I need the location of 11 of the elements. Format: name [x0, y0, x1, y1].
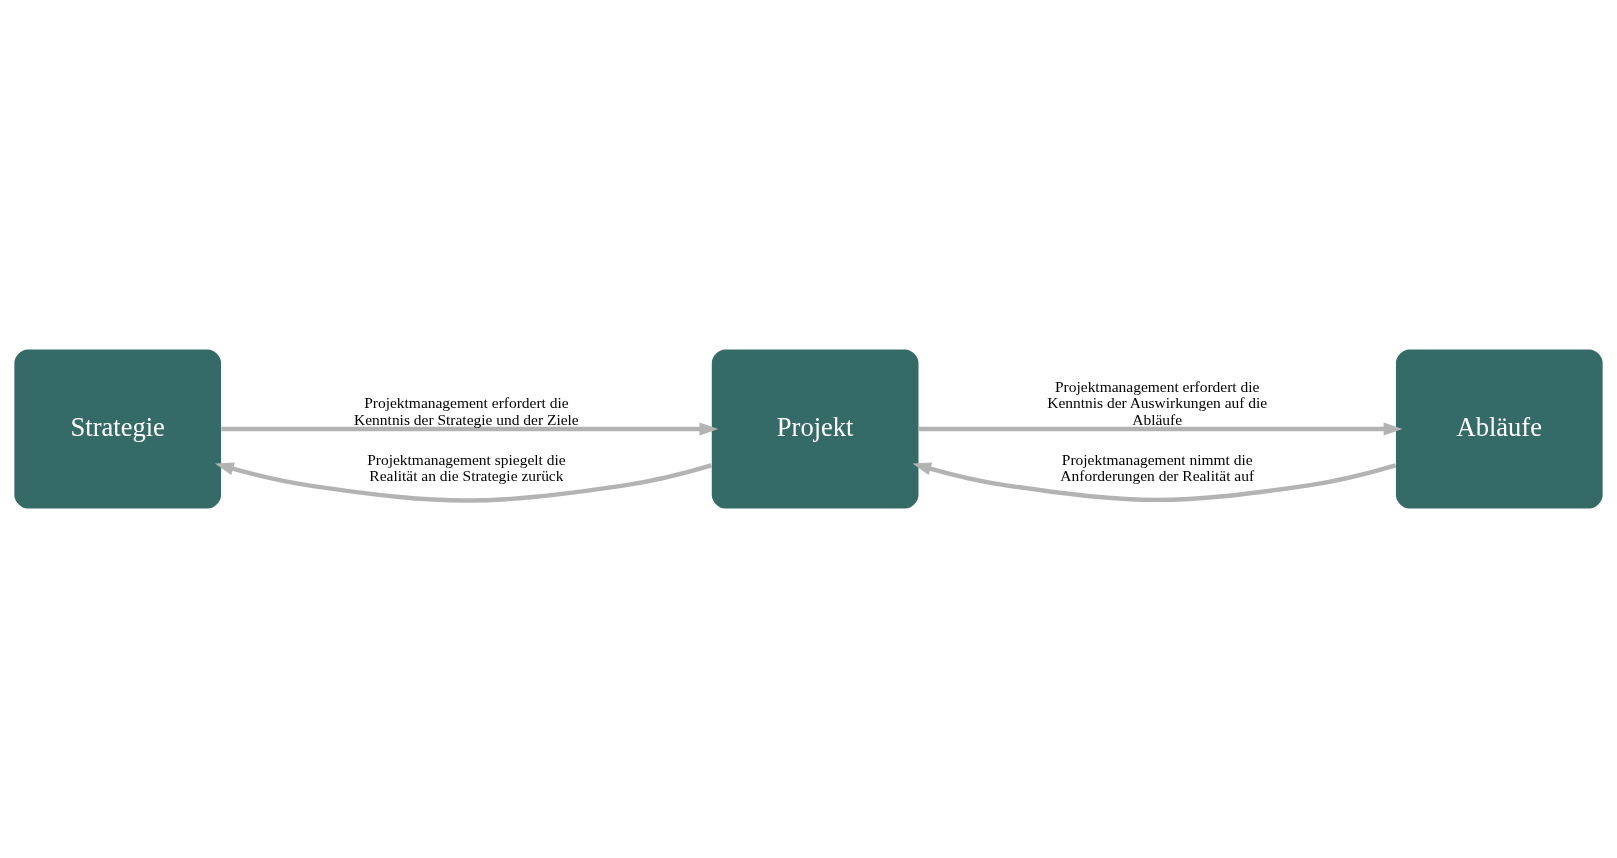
arrow: [221, 422, 719, 436]
edge-label: Projektmanagement erfordert die Kenntnis der Strategie und der Ziele: [354, 394, 579, 428]
edge-label: Projektmanagement spiegelt die Realität an die Strategie zurück: [367, 450, 566, 485]
arrow: [918, 422, 1403, 436]
arrow: [912, 462, 1397, 503]
edge-label: Projektmanagement nimmt die Anforderungen der Realität auf: [1060, 450, 1255, 485]
node-box: Projekt: [711, 349, 919, 509]
node-box: Strategie: [14, 349, 222, 509]
arrow: [215, 462, 713, 503]
edge-label: Projektmanagement erfordert die Kenntnis der Auswirkungen auf die Abläufe: [1047, 377, 1268, 428]
node-box: Abläufe: [1395, 349, 1603, 509]
